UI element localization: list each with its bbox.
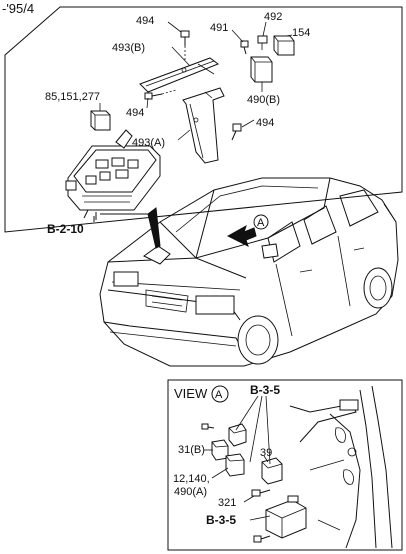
label-321: 321 bbox=[218, 497, 236, 509]
marker-a-circle bbox=[253, 214, 269, 230]
view-screw-321 bbox=[251, 489, 271, 497]
ref-b-2-10: B-2-10 bbox=[47, 222, 84, 236]
label-12-140: 12,140, bbox=[173, 473, 210, 485]
view-relay-31b bbox=[211, 439, 229, 461]
relay-490b bbox=[250, 56, 273, 83]
top-leader-lines bbox=[93, 21, 293, 222]
label-493a: 493(A) bbox=[132, 137, 165, 149]
relay-154 bbox=[273, 35, 295, 56]
view-structure bbox=[289, 385, 393, 549]
label-494-right: 494 bbox=[256, 117, 274, 129]
label-85-151-277: 85,151,277 bbox=[45, 91, 100, 103]
view-marker-circle bbox=[211, 385, 229, 403]
bracket-493b bbox=[139, 57, 220, 93]
relay-box bbox=[65, 129, 161, 220]
label-31b: 31(B) bbox=[178, 444, 205, 456]
screw-494-left bbox=[144, 89, 177, 100]
view-title: VIEW bbox=[174, 386, 208, 401]
screw-494-right bbox=[231, 123, 242, 141]
view-panel-frame bbox=[167, 379, 403, 551]
view-relay-top bbox=[228, 423, 247, 447]
label-494-top: 494 bbox=[136, 15, 154, 27]
label-39: 39 bbox=[260, 447, 272, 459]
label-491: 491 bbox=[210, 22, 228, 34]
relay-85-151-277 bbox=[90, 110, 111, 131]
view-leader-lines bbox=[204, 395, 271, 521]
screw-491 bbox=[240, 40, 249, 55]
version-label: -'95/4 bbox=[2, 1, 34, 16]
view-arrow bbox=[226, 224, 257, 247]
view-screw-bottom bbox=[253, 535, 271, 543]
vehicle-illustration bbox=[99, 177, 399, 367]
label-494-left: 494 bbox=[126, 107, 144, 119]
ref-b-3-5-bottom: B-3-5 bbox=[206, 513, 236, 527]
label-490b: 490(B) bbox=[247, 94, 280, 106]
bracket-493a bbox=[182, 87, 225, 164]
ref-b-3-5-top: B-3-5 bbox=[250, 383, 280, 397]
relay-492 bbox=[257, 35, 268, 50]
label-490a: 490(A) bbox=[174, 486, 207, 498]
view-screw-top bbox=[201, 423, 215, 430]
view-relay-39 bbox=[261, 457, 283, 485]
label-492: 492 bbox=[264, 11, 282, 23]
view-marker-label: A bbox=[215, 389, 223, 401]
top-panel-frame bbox=[4, 6, 403, 233]
label-154: 154 bbox=[292, 27, 310, 39]
view-module bbox=[265, 495, 307, 539]
marker-a-label: A bbox=[257, 217, 265, 229]
screw-494-top bbox=[180, 30, 190, 62]
label-493b: 493(B) bbox=[112, 42, 145, 54]
view-relay-12-140 bbox=[225, 453, 245, 477]
